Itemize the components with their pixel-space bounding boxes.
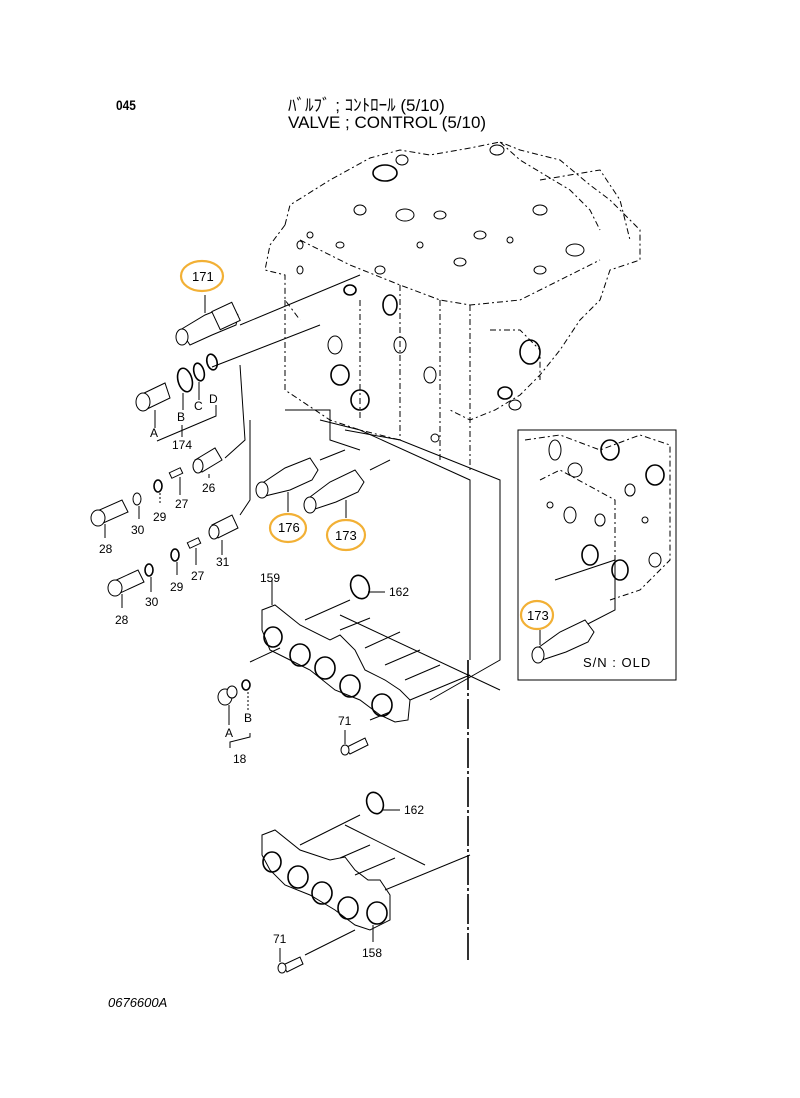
part-176-valve [255, 457, 319, 512]
part-158-manifold [261, 814, 471, 956]
callout-174[interactable]: 174 [172, 438, 192, 452]
assembly-guide-lines [211, 274, 501, 960]
part-26-spool [192, 447, 223, 478]
part-162-o-ring-lower [365, 791, 400, 815]
callout-27-lower[interactable]: 27 [191, 569, 205, 583]
callout-71-lower[interactable]: 71 [273, 932, 287, 946]
callout-18-B[interactable]: B [244, 711, 252, 725]
part-31-spool [208, 514, 239, 555]
callout-162-lower[interactable]: 162 [404, 803, 424, 817]
callout-30-upper[interactable]: 30 [131, 523, 145, 537]
callout-159[interactable]: 159 [260, 571, 280, 585]
drawing-code: 0676600A [108, 995, 168, 1010]
title-english: VALVE ; CONTROL (5/10) [288, 113, 487, 132]
highlight-176 [268, 512, 308, 544]
callout-171[interactable]: 171 [192, 269, 214, 284]
part-174-plug-set [135, 353, 219, 442]
part-27-spring [168, 467, 202, 565]
part-71-bolt-upper [340, 730, 369, 756]
callout-174-A[interactable]: A [150, 426, 158, 440]
part-171-valve [175, 295, 241, 346]
inset-old-serial [517, 429, 677, 681]
part-173-valve [303, 469, 365, 518]
callout-173-old[interactable]: 173 [527, 608, 549, 623]
callout-27-upper[interactable]: 27 [175, 497, 189, 511]
callout-26[interactable]: 26 [202, 481, 216, 495]
callout-158[interactable]: 158 [362, 946, 382, 960]
part-159-manifold [249, 580, 501, 723]
part-30-o-ring [132, 492, 154, 592]
callout-29-upper[interactable]: 29 [153, 510, 167, 524]
highlight-171 [179, 259, 225, 293]
part-29-o-ring [153, 479, 180, 575]
part-162-o-ring-upper [349, 574, 385, 600]
callout-28-upper[interactable]: 28 [99, 542, 113, 556]
control-valve-body [264, 141, 641, 470]
page-code: 045 [116, 97, 136, 113]
callout-28-lower[interactable]: 28 [115, 613, 129, 627]
highlight-173 [325, 518, 367, 552]
callout-18[interactable]: 18 [233, 752, 247, 766]
callout-18-A[interactable]: A [225, 726, 233, 740]
callout-174-C[interactable]: C [194, 399, 203, 413]
callout-174-B[interactable]: B [177, 410, 185, 424]
highlight-173-old [519, 599, 555, 631]
callout-162-upper[interactable]: 162 [389, 585, 409, 599]
callout-176[interactable]: 176 [278, 520, 300, 535]
inset-serial-label: S/N : OLD [583, 655, 651, 670]
part-28-plug [90, 499, 145, 608]
callout-30-lower[interactable]: 30 [145, 595, 159, 609]
part-18-plug-set [217, 679, 251, 748]
part-71-bolt-lower [277, 948, 304, 974]
callout-71-upper[interactable]: 71 [338, 714, 352, 728]
title-japanese: ﾊﾞﾙﾌﾞ ; ｺﾝﾄﾛｰﾙ (5/10) [288, 96, 445, 115]
callout-173[interactable]: 173 [335, 528, 357, 543]
callout-174-D[interactable]: D [209, 392, 218, 406]
callout-31[interactable]: 31 [216, 555, 230, 569]
callout-29-lower[interactable]: 29 [170, 580, 184, 594]
